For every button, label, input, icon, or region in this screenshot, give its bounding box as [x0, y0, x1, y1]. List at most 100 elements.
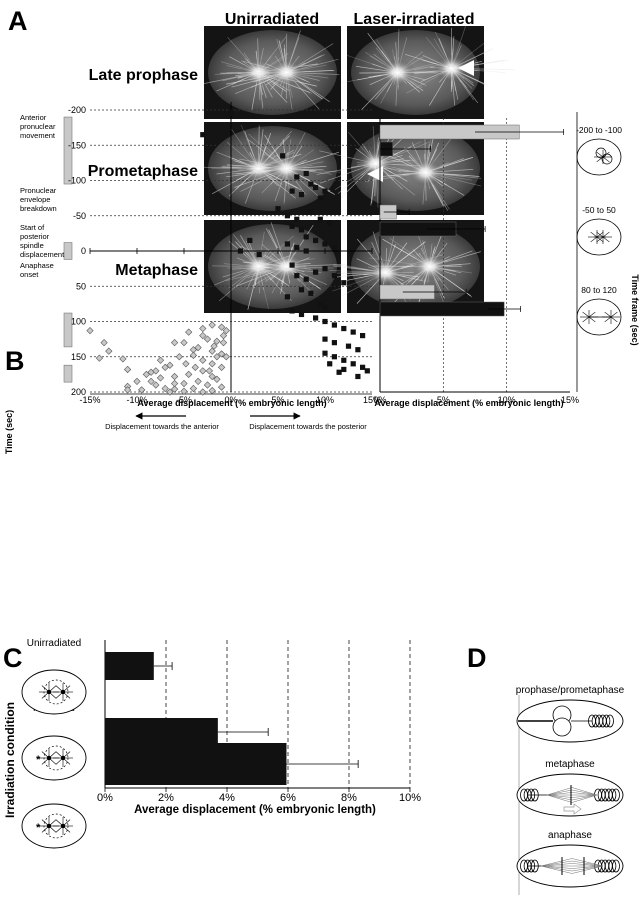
scatter-point-diamond	[86, 327, 94, 335]
d-coil	[602, 714, 611, 728]
scatter-point-square	[313, 269, 319, 275]
d-coil	[608, 788, 617, 802]
d-coil	[612, 859, 620, 873]
scatter-point-square	[308, 209, 314, 215]
scatter-point-diamond	[182, 360, 190, 368]
scatter-point-square	[289, 223, 295, 229]
micrograph-r3-c1	[204, 220, 348, 313]
c-centrosome	[60, 689, 66, 695]
scatter-point-diamond	[199, 388, 207, 396]
scatter-point-diamond	[213, 337, 221, 345]
scatter-point-diamond	[208, 360, 216, 368]
event-bar	[63, 312, 73, 348]
arrow-posterior-label: Displacement towards the posterior	[249, 422, 367, 431]
d-spindle-fiber	[540, 858, 573, 867]
scatter-point-diamond	[166, 388, 174, 396]
scatter-point-diamond	[147, 377, 155, 386]
scatter-point-diamond	[210, 342, 218, 350]
scatter-x-axis-title: Average displacement (% embryonic length…	[137, 398, 326, 408]
aster-ray	[590, 231, 598, 238]
scatter-point-square	[298, 287, 305, 293]
scatter-x-tick-label: -5%	[176, 395, 192, 405]
d-spindle-fiber	[546, 789, 573, 796]
scatter-point-square	[317, 216, 323, 222]
scatter-point-diamond	[199, 356, 207, 364]
d-spindle-fiber	[540, 860, 573, 867]
d-stage-label: metaphase	[545, 759, 595, 770]
c-irradiation-asterisk: *	[36, 754, 41, 766]
scatter-point-square	[341, 357, 347, 363]
d-spindle-fiber	[546, 794, 573, 801]
d-stage-label: prophase/prometaphase	[516, 685, 625, 696]
c-y-axis-title: Irradiation condition	[3, 702, 17, 818]
d-spindle-fiber	[571, 865, 604, 874]
scatter-point-diamond	[194, 377, 202, 386]
bars-x-tick-label: 0%	[373, 395, 386, 405]
scatter-y-tick-label: -100	[68, 176, 86, 186]
scatter-point-square	[298, 192, 305, 198]
scatter-point-square	[308, 290, 314, 296]
scatter-x-tick-label: -15%	[79, 395, 100, 405]
c-x-tick-label: 0%	[97, 792, 113, 804]
d-spindle-fiber	[571, 863, 604, 867]
scatter-x-tick-label: -10%	[126, 395, 147, 405]
c-centrosome	[60, 755, 66, 761]
scatter-point-square	[284, 241, 290, 247]
scatter-point-diamond	[161, 384, 169, 393]
scatter-point-diamond	[175, 353, 183, 361]
d-spindle-fiber	[546, 794, 573, 803]
scatter-point-diamond	[180, 379, 188, 388]
scatter-y-tick-label: 0	[81, 246, 86, 256]
scatter-point-square	[294, 244, 300, 251]
aster-ray	[604, 311, 612, 318]
scatter-point-diamond	[217, 363, 226, 371]
d-spindle-fiber	[571, 794, 598, 801]
scatter-point-diamond	[170, 372, 179, 381]
scatter-point-square	[341, 280, 347, 286]
event-bar	[63, 364, 73, 383]
arrowhead-marker	[367, 166, 383, 182]
centrosome-glow	[268, 58, 305, 87]
scatter-point-diamond	[217, 323, 226, 331]
scatter-x-tick-label: 10%	[316, 395, 334, 405]
d-coil	[608, 859, 617, 873]
scatter-point-square	[322, 318, 328, 325]
d-spindle-fiber	[546, 787, 573, 796]
d-spindle-fiber	[540, 865, 573, 869]
d-spindle-fiber	[540, 865, 573, 874]
scatter-point-diamond	[95, 354, 104, 362]
c-bar-1	[105, 652, 154, 680]
scatter-point-diamond	[208, 386, 216, 395]
scatter-point-diamond	[219, 331, 228, 340]
d-spindle-fiber	[546, 792, 573, 796]
scatter-point-square	[322, 266, 328, 272]
panel-label-c: C	[3, 643, 23, 673]
d-spindle-fiber	[540, 865, 573, 872]
scatter-point-diamond	[213, 353, 221, 361]
scatter-point-diamond	[152, 381, 160, 389]
scatter-point-square	[289, 262, 295, 268]
scatter-point-diamond	[152, 367, 160, 375]
scatter-point-square	[336, 369, 342, 375]
d-spindle-fiber	[571, 787, 598, 796]
event-label-line: movement	[20, 131, 56, 140]
aster-ray	[582, 316, 590, 323]
event-label-line: onset	[20, 270, 39, 279]
scatter-y-tick-label: -150	[68, 140, 86, 150]
scatter-y-tick-label: -200	[68, 105, 86, 115]
scatter-point-diamond	[185, 328, 193, 336]
scatter-point-square	[289, 188, 295, 194]
aster-ray	[610, 316, 618, 323]
scatter-point-diamond	[123, 386, 132, 394]
scatter-point-square	[294, 216, 300, 222]
c-x-tick-label: 8%	[341, 792, 357, 804]
event-label-line: Pronuclear	[20, 186, 57, 195]
scatter-point-square	[298, 227, 305, 233]
scatter-point-square	[331, 354, 337, 360]
scatter-point-square	[308, 181, 314, 187]
scatter-point-diamond	[170, 339, 179, 347]
scatter-point-square	[360, 364, 366, 370]
c-centrosome	[60, 823, 66, 829]
scatter-point-square	[303, 170, 309, 177]
scatter-point-diamond	[100, 339, 108, 347]
